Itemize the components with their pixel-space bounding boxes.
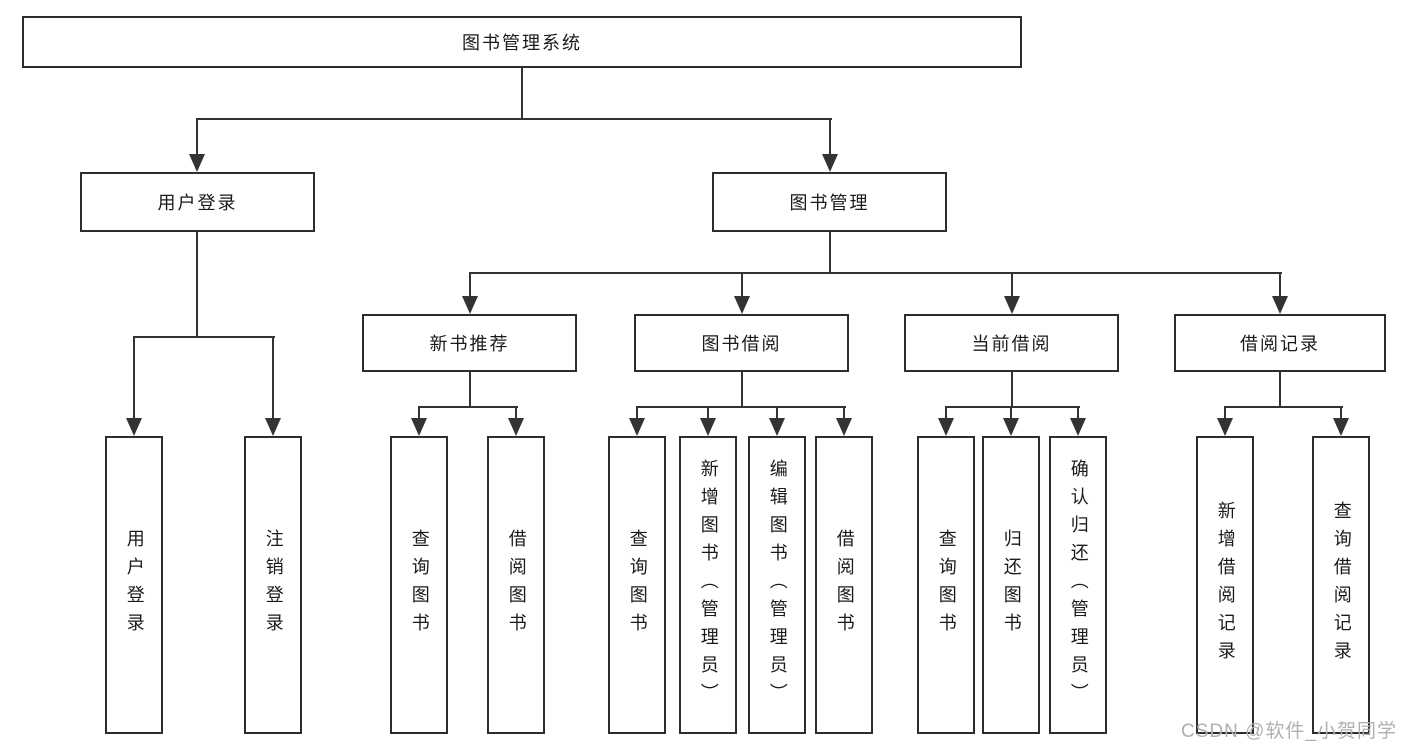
arrow-down-icon: [411, 418, 427, 436]
arrow-down-icon: [265, 418, 281, 436]
arrow-down-icon: [1217, 418, 1233, 436]
leaf-edit-books-admin: 编辑图书（管理员）: [748, 436, 806, 734]
connector-vline: [843, 406, 845, 420]
leaf-confirm-return-admin: 确认归还（管理员）: [1049, 436, 1107, 734]
arrow-down-icon: [629, 418, 645, 436]
connector-vline: [418, 406, 420, 420]
node-root: 图书管理系统: [22, 16, 1022, 68]
leaf-query-books-current: 查询图书: [917, 436, 975, 734]
leaf-add-borrow-record: 新增借阅记录: [1196, 436, 1254, 734]
leaf-add-books-admin: 新增图书（管理员）: [679, 436, 737, 734]
leaf-borrow-books-borrowing: 借阅图书: [815, 436, 873, 734]
connector-hline: [418, 406, 518, 408]
connector-vline: [196, 232, 198, 338]
node-borrowing-records: 借阅记录: [1174, 314, 1386, 372]
connector-vline: [636, 406, 638, 420]
connector-vline: [1011, 372, 1013, 408]
connector-vline: [829, 232, 831, 274]
connector-vline: [707, 406, 709, 420]
arrow-down-icon: [734, 296, 750, 314]
connector-vline: [1279, 372, 1281, 408]
leaf-query-books-borrowing: 查询图书: [608, 436, 666, 734]
node-user-login: 用户登录: [80, 172, 315, 232]
connector-vline: [1077, 406, 1079, 420]
leaf-borrow-books-recommend: 借阅图书: [487, 436, 545, 734]
connector-vline: [133, 336, 135, 420]
connector-vline: [1340, 406, 1342, 420]
leaf-return-books: 归还图书: [982, 436, 1040, 734]
connector-vline: [945, 406, 947, 420]
connector-vline: [469, 272, 471, 298]
connector-vline: [1010, 406, 1012, 420]
arrow-down-icon: [700, 418, 716, 436]
connector-hline: [945, 406, 1080, 408]
leaf-logout: 注销登录: [244, 436, 302, 734]
arrow-down-icon: [189, 154, 205, 172]
arrow-down-icon: [938, 418, 954, 436]
arrow-down-icon: [822, 154, 838, 172]
connector-hline: [636, 406, 846, 408]
connector-vline: [776, 406, 778, 420]
arrow-down-icon: [836, 418, 852, 436]
leaf-query-borrow-record: 查询借阅记录: [1312, 436, 1370, 734]
connector-vline: [515, 406, 517, 420]
node-new-book-recommendation: 新书推荐: [362, 314, 577, 372]
connector-vline: [469, 372, 471, 408]
connector-vline: [1011, 272, 1013, 298]
arrow-down-icon: [1070, 418, 1086, 436]
arrow-down-icon: [1004, 296, 1020, 314]
connector-vline: [196, 118, 198, 156]
connector-hline: [1224, 406, 1343, 408]
connector-vline: [741, 372, 743, 408]
arrow-down-icon: [462, 296, 478, 314]
node-current-borrowing: 当前借阅: [904, 314, 1119, 372]
node-book-management: 图书管理: [712, 172, 947, 232]
leaf-query-books-recommend: 查询图书: [390, 436, 448, 734]
leaf-user-login: 用户登录: [105, 436, 163, 734]
arrow-down-icon: [1333, 418, 1349, 436]
arrow-down-icon: [1272, 296, 1288, 314]
connector-vline: [272, 336, 274, 420]
arrow-down-icon: [126, 418, 142, 436]
connector-hline: [196, 118, 832, 120]
connector-vline: [741, 272, 743, 298]
node-book-borrowing: 图书借阅: [634, 314, 849, 372]
watermark: CSDN @软件_小贺同学: [1181, 721, 1397, 742]
connector-vline: [1279, 272, 1281, 298]
arrow-down-icon: [769, 418, 785, 436]
connector-vline: [1224, 406, 1226, 420]
connector-hline: [469, 272, 1282, 274]
arrow-down-icon: [1003, 418, 1019, 436]
arrow-down-icon: [508, 418, 524, 436]
connector-hline: [133, 336, 275, 338]
connector-vline: [829, 118, 831, 156]
connector-vline: [521, 68, 523, 120]
